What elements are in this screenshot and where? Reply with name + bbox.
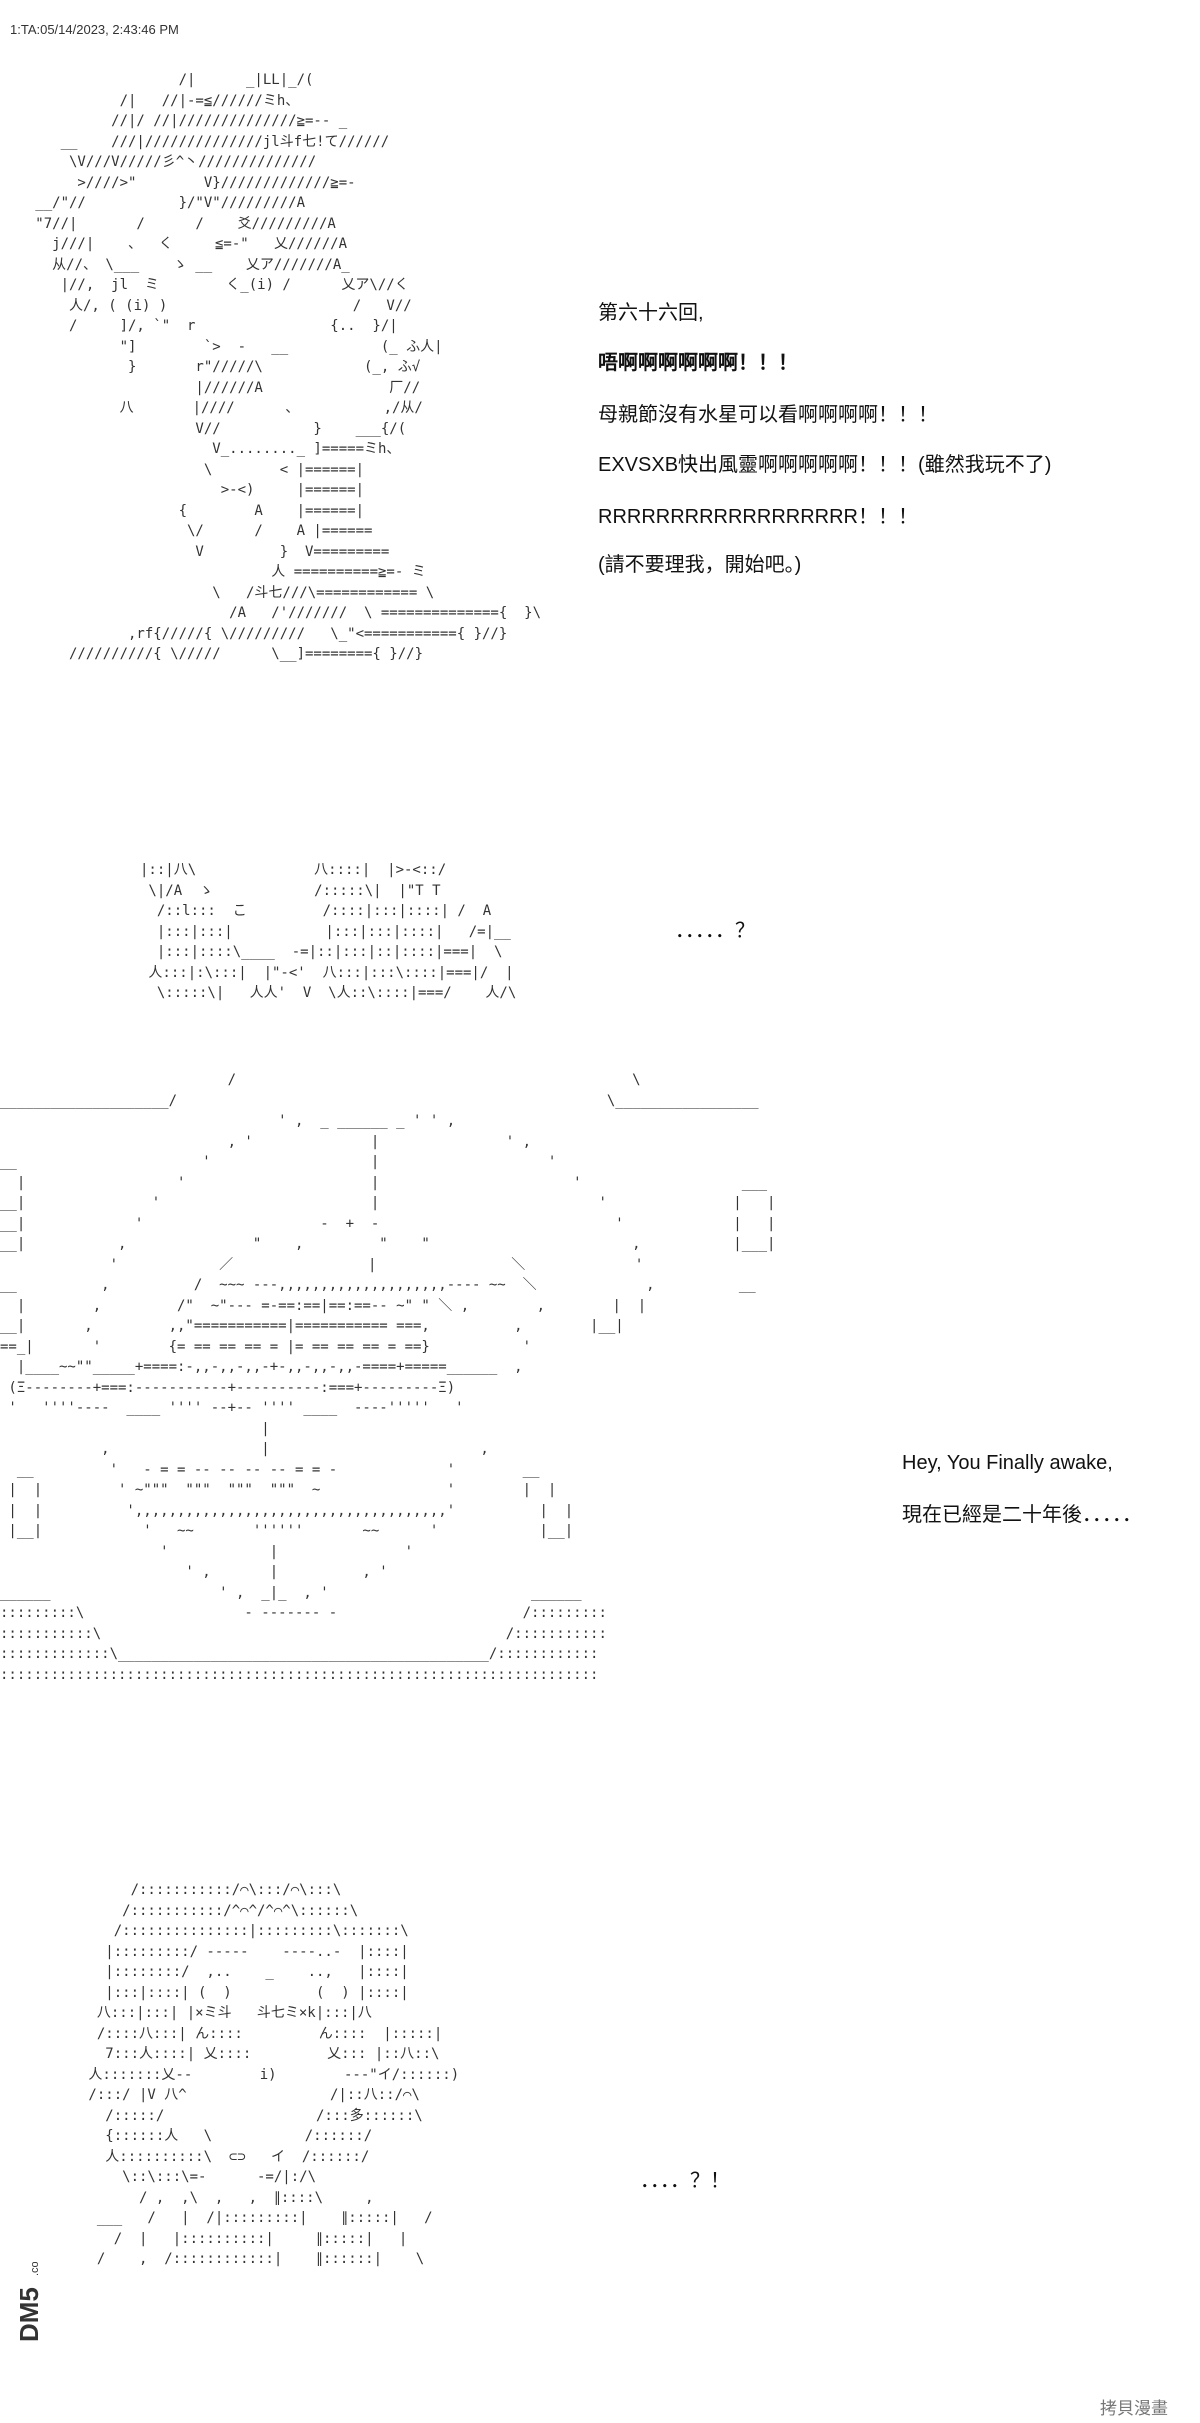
panel3-line-2: 現在已經是二十年後．．．．． (902, 1504, 1142, 1526)
panel3-line-1: Hey, You Finally awake, (902, 1452, 1113, 1474)
dm5-logo-text: DM5 (14, 2287, 44, 2342)
panel1-line-3: 母親節沒有水星可以看啊啊啊啊！！！ (598, 404, 938, 426)
ascii-art-scope-view: / \ ____________________/ \_____________… (0, 1072, 776, 1683)
ascii-art-shouting-face: /| _|LL|_/( /| //|-=≦//////ミh、 //|/ //|/… (35, 72, 542, 662)
post-header: 1:TA:05/14/2023, 2:43:46 PM (10, 22, 179, 37)
panel1-line-2: 唔啊啊啊啊啊啊！！！ (598, 352, 798, 374)
dm5-logo-stamp: DM5 .com (14, 2262, 44, 2342)
dm5-logo-suffix: .com (29, 2262, 41, 2276)
panel2-line: ．．．．．？ (675, 920, 755, 942)
watermark-text: 拷貝漫畫 (1100, 2399, 1168, 2419)
panel1-line-4: EXVSXB快出風靈啊啊啊啊啊！！！(雖然我玩不了) (598, 454, 1052, 476)
panel1-line-5: RRRRRRRRRRRRRRRRRR！！！ (598, 506, 918, 528)
panel1-line-1: 第六十六回, (598, 302, 704, 324)
ascii-art-surprised-girl: /:::::::::::/⌒\:::/⌒\:::\ /:::::::::::/^… (88, 1882, 460, 2267)
panel1-line-6: (請不要理我，開始吧。) (598, 554, 802, 576)
ascii-art-two-figures: |::|八\ 八::::| |>-<::/ \|/A ゝ /:::::\| |"… (140, 862, 517, 1001)
panel4-line: ．．．．？！ (640, 2170, 730, 2192)
